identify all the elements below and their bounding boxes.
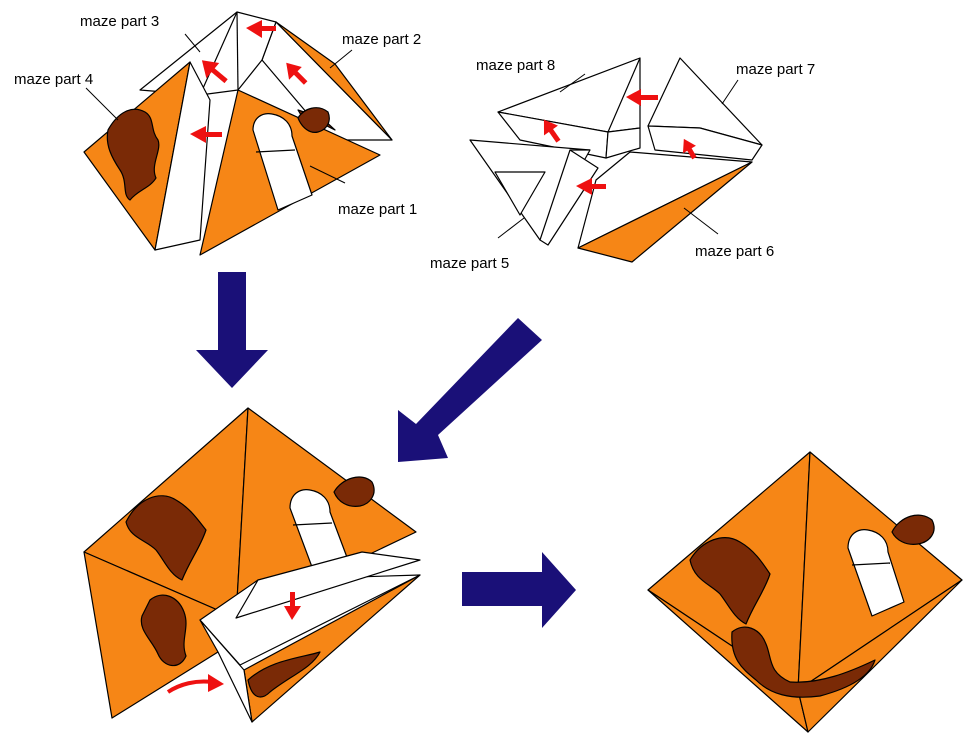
maze-part-7 bbox=[647, 57, 763, 161]
labels: maze part 3 maze part 2 maze part 4 maze… bbox=[14, 13, 815, 272]
maze-part-4 bbox=[83, 61, 211, 251]
curved-red-arrow-icon bbox=[166, 674, 224, 694]
label-maze-part-8: maze part 8 bbox=[476, 57, 555, 74]
red-arrow-icon bbox=[626, 89, 658, 106]
leader-line bbox=[184, 33, 201, 53]
maze-part-5 bbox=[469, 139, 599, 246]
red-arrow-icon bbox=[246, 20, 276, 38]
label-maze-part-3: maze part 3 bbox=[80, 13, 159, 30]
label-maze-part-1: maze part 1 bbox=[338, 201, 417, 218]
label-maze-part-7: maze part 7 bbox=[736, 61, 815, 78]
leader-line bbox=[683, 207, 719, 235]
red-arrow-icon bbox=[543, 119, 561, 143]
arrow-right-icon bbox=[462, 552, 576, 628]
leader-line bbox=[309, 165, 346, 184]
top-left-red-arrows bbox=[190, 20, 308, 143]
top-right-assembly bbox=[469, 57, 763, 263]
label-maze-part-4: maze part 4 bbox=[14, 71, 93, 88]
leader-line bbox=[85, 87, 119, 121]
bottom-left-red-arrows bbox=[166, 592, 301, 694]
maze-part-3 bbox=[139, 11, 277, 96]
arrow-diagonal-icon bbox=[398, 318, 542, 462]
leader-line bbox=[329, 49, 353, 69]
top-left-assembly bbox=[83, 11, 393, 256]
maze-part-1 bbox=[199, 89, 381, 256]
leader-line bbox=[497, 217, 525, 239]
top-right-red-arrows bbox=[543, 89, 697, 195]
leader-line bbox=[559, 73, 586, 93]
leader-line bbox=[721, 79, 739, 105]
label-maze-part-2: maze part 2 bbox=[342, 31, 421, 48]
bottom-left-assembly bbox=[83, 407, 421, 723]
red-arrow-icon bbox=[190, 126, 222, 143]
red-arrow-icon bbox=[576, 178, 606, 195]
red-arrow-icon bbox=[284, 592, 301, 620]
red-arrow-icon bbox=[286, 62, 308, 85]
finished-pyramid bbox=[647, 451, 963, 733]
big-arrows bbox=[196, 272, 576, 628]
label-maze-part-6: maze part 6 bbox=[695, 243, 774, 260]
red-arrow-icon bbox=[682, 138, 697, 160]
label-maze-part-5: maze part 5 bbox=[430, 255, 509, 272]
maze-part-6 bbox=[577, 151, 753, 263]
red-arrow-icon bbox=[201, 60, 228, 84]
arrow-down-icon bbox=[196, 272, 268, 388]
